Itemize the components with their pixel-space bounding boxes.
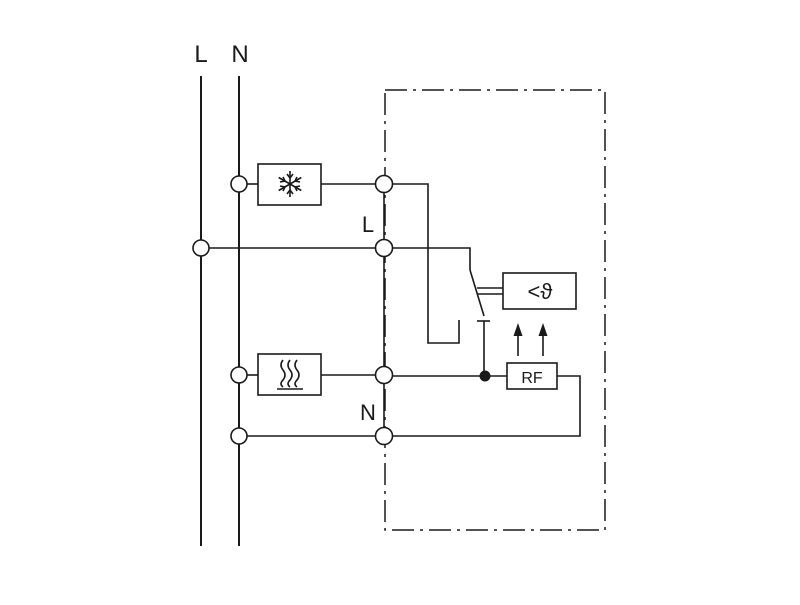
device-label-l: L	[362, 212, 374, 237]
device-terminal-cooling	[374, 174, 394, 194]
rail-terminal-heating	[230, 366, 248, 384]
signal-arrow-left	[513, 323, 523, 356]
device-terminal-l	[374, 238, 394, 258]
signal-arrow-right	[538, 323, 548, 356]
rail-terminal-neutral	[230, 427, 248, 445]
relay-switch-blade	[469, 269, 485, 317]
device-label-n: N	[360, 400, 376, 425]
junction-dot	[479, 370, 491, 382]
cooling-contact-wire	[393, 183, 460, 344]
rail-terminal-line	[192, 239, 210, 257]
rf-module-label: RF	[521, 370, 543, 387]
heat-waves-icon	[277, 359, 303, 390]
snowflake-icon	[278, 171, 302, 197]
rail-terminal-cooling	[230, 175, 248, 193]
rail-label-l: L	[194, 41, 207, 68]
device-terminal-heating	[374, 365, 394, 385]
device-frame	[384, 89, 606, 531]
sensor-label: <ϑ	[528, 279, 553, 304]
rf-neutral-wire	[393, 375, 581, 437]
sensor-box	[502, 272, 577, 310]
line-to-switch-wire	[393, 247, 471, 270]
rail-label-n: N	[231, 41, 248, 68]
device-terminal-n	[374, 426, 394, 446]
